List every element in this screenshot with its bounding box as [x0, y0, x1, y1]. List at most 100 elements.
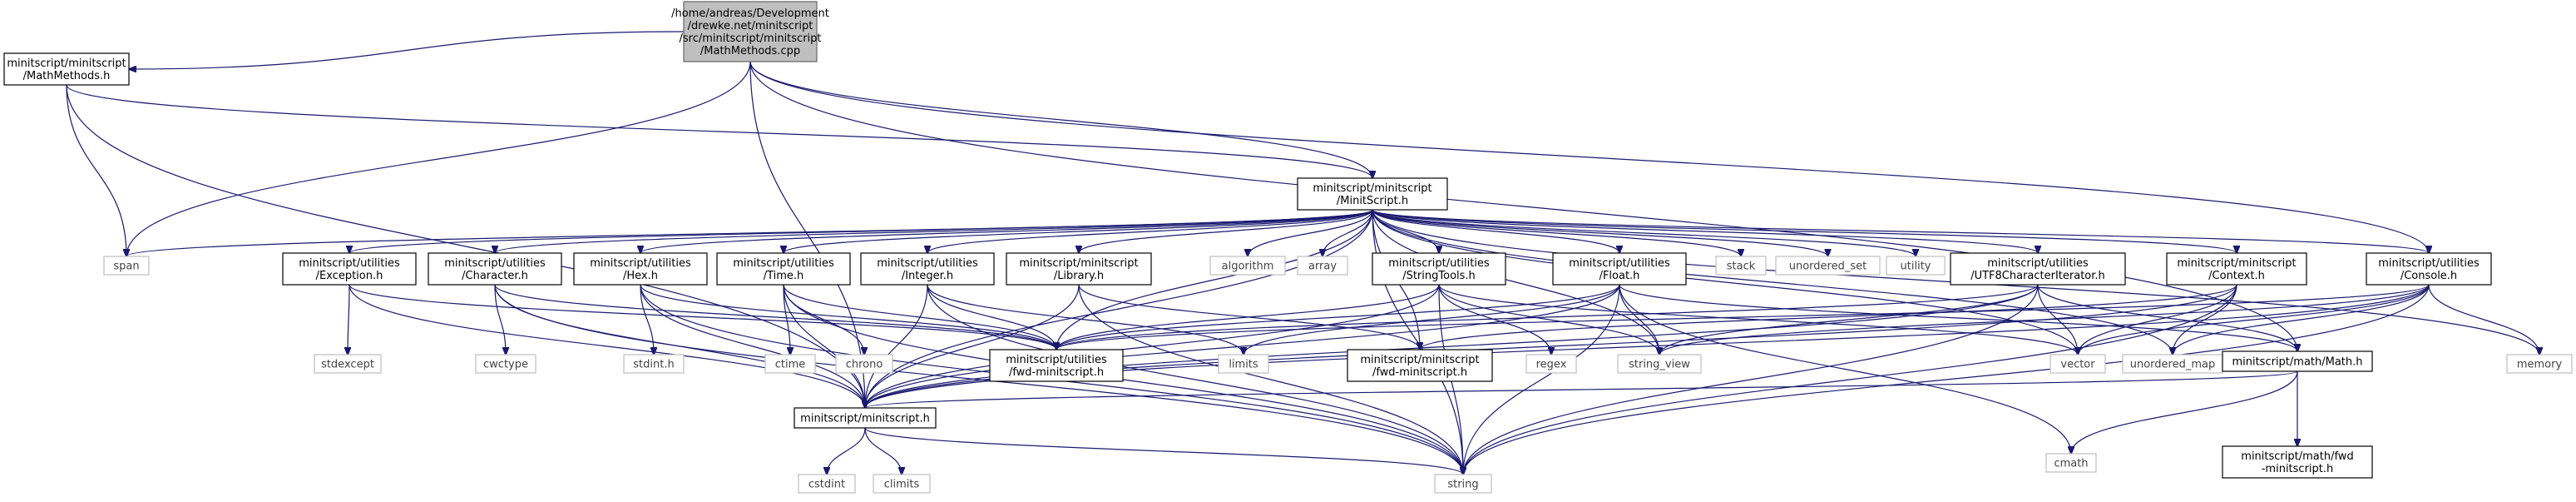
edge-mathmethods-h-to-minitscript-h	[66, 84, 1372, 178]
node-stack: stack	[1715, 256, 1767, 276]
node-utf8-h[interactable]: minitscript/utilities/UTF8CharacterItera…	[1950, 252, 2126, 286]
node-label: /Console.h	[2400, 270, 2457, 282]
node-character-h[interactable]: minitscript/utilities/Character.h	[428, 252, 562, 286]
edge-console-h-to-minitscript-core-h	[865, 284, 2430, 408]
node-label: minitscript/utilities	[1569, 257, 1670, 270]
nodes-layer: /home/andreas/Development/drewke.net/min…	[3, 1, 2573, 494]
edge-console-h-to-fwd-util-h	[1056, 284, 2430, 350]
node-box	[2222, 350, 2373, 372]
node-box	[1617, 354, 1702, 374]
node-label: vector	[2060, 359, 2095, 371]
node-fwd-util-h[interactable]: minitscript/utilities/fwd-minitscript.h	[989, 349, 1124, 382]
node-box	[1552, 252, 1687, 286]
node-hex-h[interactable]: minitscript/utilities/Hex.h	[573, 252, 708, 286]
node-box	[2222, 445, 2373, 479]
node-box	[428, 252, 562, 286]
node-console-h[interactable]: minitscript/utilities/Console.h	[2366, 252, 2492, 286]
node-label: /MathMethods.cpp	[700, 45, 800, 57]
node-box	[1775, 256, 1881, 276]
node-box	[1950, 252, 2126, 286]
node-cmath: cmath	[2045, 453, 2097, 473]
edge-float-h-to-fwd-util-h	[1056, 284, 1620, 350]
node-box	[2506, 354, 2573, 374]
node-stringtools-h[interactable]: minitscript/utilities/StringTools.h	[1372, 252, 1506, 286]
node-label: stdexcept	[321, 359, 374, 371]
node-chrono: chrono	[835, 354, 893, 374]
edge-stringtools-h-to-minitscript-core-h	[865, 284, 1440, 408]
node-box	[1347, 349, 1493, 382]
edge-hex-h-to-minitscript-core-h	[640, 284, 865, 408]
node-label: /Library.h	[1054, 270, 1104, 282]
edge-console-h-to-string	[1463, 284, 2430, 475]
node-utility: utility	[1886, 256, 1946, 276]
node-label: minitscript/utilities	[733, 257, 834, 270]
edge-context-h-to-minitscript-core-h	[865, 284, 2237, 408]
node-label: span	[113, 261, 139, 273]
node-label: utility	[1901, 261, 1931, 273]
node-box	[1297, 256, 1348, 276]
node-cstdint: cstdint	[798, 474, 856, 494]
node-label: unordered_set	[1789, 261, 1866, 273]
node-minitscript-h[interactable]: minitscript/minitscript/MinitScript.h	[1297, 177, 1448, 211]
node-box	[1886, 256, 1946, 276]
node-label: minitscript/utilities	[1006, 354, 1107, 366]
node-integer-h[interactable]: minitscript/utilities/Integer.h	[860, 252, 995, 286]
node-box	[764, 354, 816, 374]
node-time-h[interactable]: minitscript/utilities/Time.h	[716, 252, 851, 286]
edge-library-h-to-string	[1078, 284, 1463, 475]
node-label: minitscript/utilities	[590, 257, 691, 270]
edge-context-h-to-fwd-mini-h	[1420, 284, 2237, 350]
node-label: string	[1447, 479, 1478, 491]
edge-console-h-to-vector	[2078, 284, 2430, 355]
node-label: cstdint	[808, 479, 845, 491]
edge-character-h-to-string	[494, 284, 1463, 475]
edges-layer	[66, 31, 2539, 475]
edge-context-h-to-vector	[2078, 284, 2237, 355]
node-label: -minitscript.h	[2262, 463, 2334, 475]
edge-time-h-to-ctime	[783, 284, 790, 355]
node-box	[1297, 177, 1448, 211]
node-label: stdint.h	[633, 359, 674, 371]
edge-stringtools-h-to-regex	[1438, 284, 1551, 355]
node-label: stack	[1727, 261, 1756, 273]
node-span: span	[103, 256, 150, 276]
node-context-h[interactable]: minitscript/minitscript/Context.h	[2166, 252, 2307, 286]
node-label: ctime	[775, 359, 806, 371]
node-array: array	[1297, 256, 1348, 276]
node-math-fwd-h[interactable]: minitscript/math/fwd-minitscript.h	[2222, 445, 2373, 479]
edge-root-to-mathmethods-h	[129, 31, 685, 69]
node-float-h[interactable]: minitscript/utilities/Float.h	[1552, 252, 1687, 286]
node-ctime: ctime	[764, 354, 816, 374]
edge-utf8-h-to-string-view	[1659, 284, 2039, 355]
edge-console-h-to-memory	[2428, 284, 2539, 355]
node-box	[1434, 474, 1492, 494]
node-label: array	[1308, 261, 1337, 273]
node-library-h[interactable]: minitscript/minitscript/Library.h	[1006, 252, 1152, 286]
node-math-h[interactable]: minitscript/math/Math.h	[2222, 350, 2373, 372]
node-label: /fwd-minitscript.h	[1009, 366, 1104, 379]
edge-minitscript-h-to-character-h	[495, 209, 1373, 253]
node-box	[103, 256, 150, 276]
node-box	[1525, 354, 1577, 374]
node-minitscript-core-h[interactable]: minitscript/minitscript.h	[794, 407, 937, 429]
node-label: /Hex.h	[623, 270, 658, 282]
edge-root-to-console-h	[749, 61, 2429, 253]
edge-console-h-to-unordered-map	[2173, 284, 2430, 355]
node-fwd-mini-h[interactable]: minitscript/minitscript/fwd-minitscript.…	[1347, 349, 1493, 382]
edge-library-h-to-minitscript-core-h	[865, 284, 1080, 408]
edge-minitscript-h-to-string-view	[1372, 209, 1659, 355]
edge-minitscript-h-to-exception-h	[349, 209, 1373, 253]
node-label: algorithm	[1222, 261, 1274, 273]
node-box	[2166, 252, 2307, 286]
edge-minitscript-h-to-utility	[1372, 209, 1916, 256]
node-string: string	[1434, 474, 1492, 494]
node-exception-h[interactable]: minitscript/utilities/Exception.h	[282, 252, 417, 286]
edge-minitscript-h-to-hex-h	[640, 209, 1373, 253]
node-label: /Exception.h	[316, 270, 383, 282]
edge-exception-h-to-minitscript-core-h	[349, 284, 865, 408]
node-root[interactable]: /home/andreas/Development/drewke.net/min…	[671, 1, 829, 62]
node-mathmethods-h[interactable]: minitscript/minitscript/MathMethods.h	[3, 52, 130, 86]
node-box	[2045, 453, 2097, 473]
node-label: minitscript/minitscript	[1360, 354, 1479, 366]
node-label: minitscript/utilities	[1388, 257, 1490, 270]
